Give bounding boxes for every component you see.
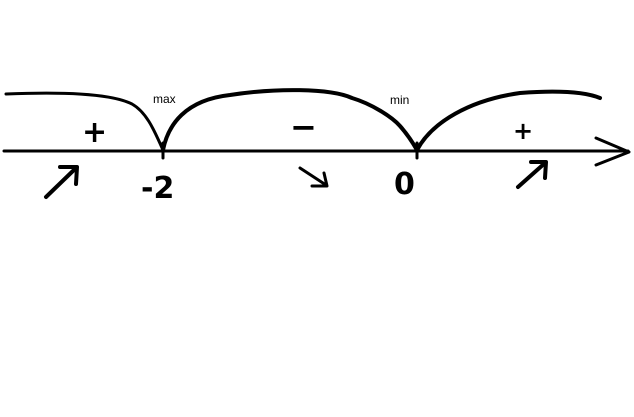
critical-point-label: -2 <box>141 171 174 206</box>
interval-sign: + <box>82 115 107 150</box>
function-curve-middle <box>161 88 419 152</box>
axis-arrowhead-icon <box>594 136 631 167</box>
interval-sign: + <box>513 117 533 145</box>
arrow-up-right-icon <box>44 165 79 199</box>
arrow-down-right-icon <box>298 166 329 188</box>
extremum-label-max: max <box>153 92 176 106</box>
interval-sign: − <box>290 108 317 146</box>
function-curve-right <box>415 89 602 152</box>
critical-point-label: 0 <box>394 167 415 202</box>
extremum-label-min: min <box>390 93 409 107</box>
arrow-up-right-icon <box>516 160 548 189</box>
function-curve-left <box>4 91 165 152</box>
